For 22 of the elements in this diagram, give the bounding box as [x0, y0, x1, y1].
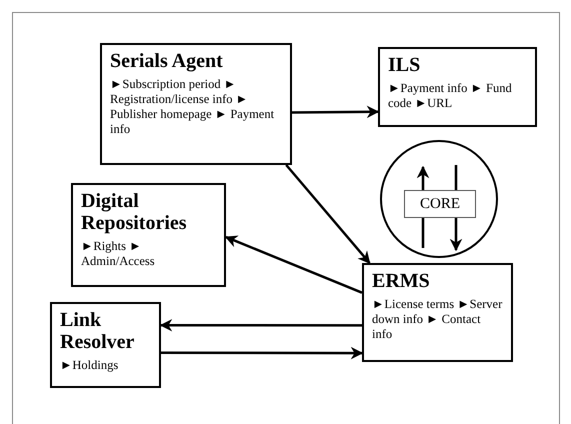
box-text: ►Rights ► Admin/Access: [81, 239, 156, 269]
box-text: ►License terms ►Server down info ► Contact info: [372, 297, 503, 342]
core-circle: [380, 140, 498, 258]
box-heading: Link Resolver: [60, 309, 136, 353]
box-heading: ERMS: [372, 270, 431, 292]
box-heading: Serials Agent: [110, 50, 224, 72]
system-box: [100, 43, 292, 165]
arrow: [160, 318, 362, 332]
box-text: ►Payment info ► Fund code ►URL: [388, 81, 513, 111]
box-heading: ILS: [388, 54, 422, 76]
arrow: [292, 106, 380, 118]
arrow: [285, 164, 370, 264]
system-box: [362, 263, 513, 362]
box-text: ►Subscription period ► Registration/license info ► Publisher homepage ► Payment info: [110, 77, 276, 137]
system-box: [378, 47, 537, 127]
core-label-box: CORE: [404, 190, 476, 218]
system-box: [50, 302, 161, 388]
box-heading: Digital Repositories: [81, 190, 188, 234]
system-box: [71, 183, 226, 287]
box-text: ►Holdings: [60, 358, 120, 373]
arrow: [224, 236, 362, 294]
arrow: [161, 346, 364, 360]
